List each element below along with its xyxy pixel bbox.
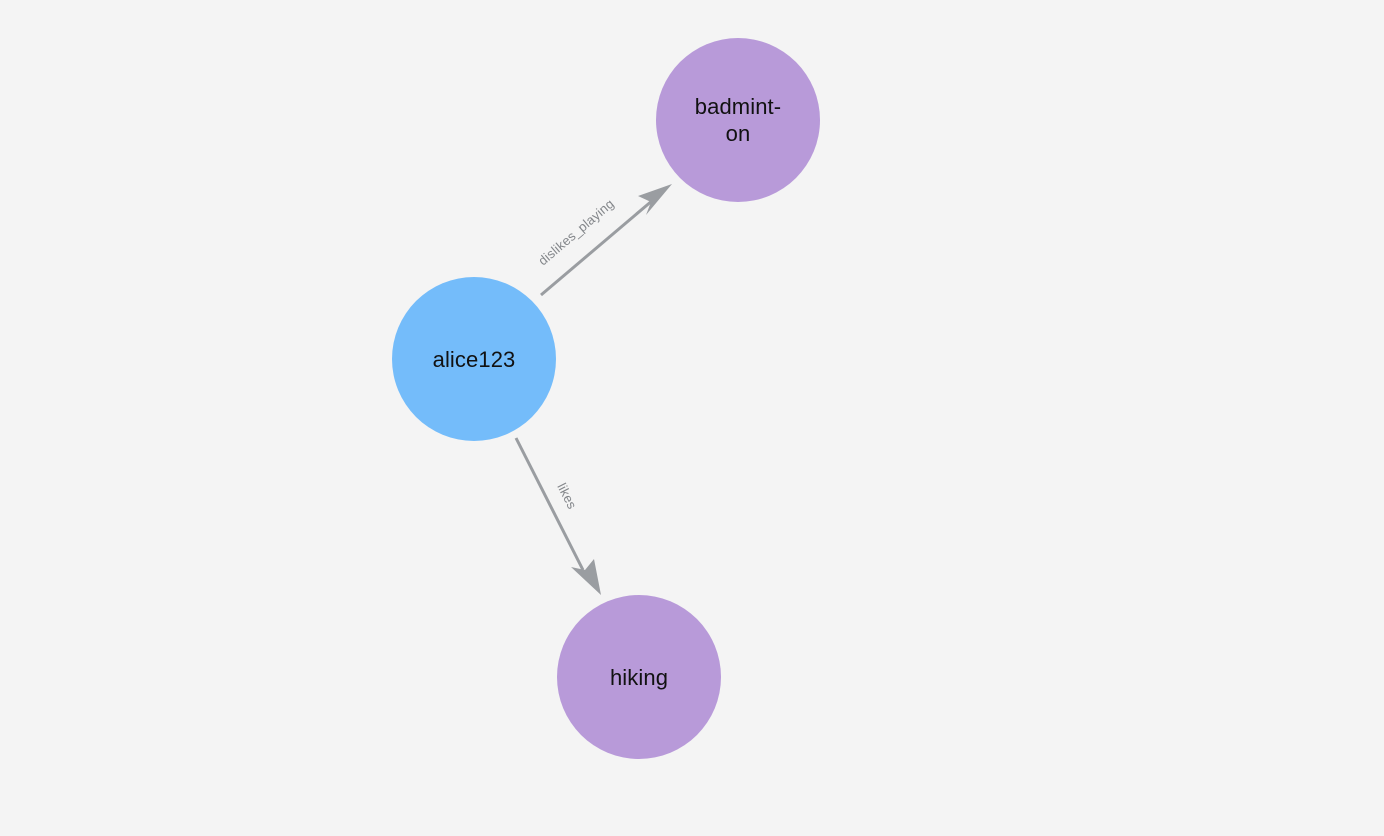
graph-node-badminton-label: badmint- on: [694, 94, 782, 146]
edge-arrowhead-dislikes-playing: [638, 184, 672, 215]
graph-node-badminton[interactable]: badmint- on: [656, 38, 820, 202]
graph-node-hiking[interactable]: hiking: [557, 595, 721, 759]
edge-line-dislikes-playing: [540, 198, 654, 297]
edge-likes[interactable]: likes: [514, 437, 601, 595]
edge-label-dislikes-playing: dislikes_playing: [535, 196, 617, 268]
edge-dislikes-playing[interactable]: dislikes_playing: [535, 184, 672, 297]
graph-node-hiking-label: hiking: [609, 664, 669, 690]
graph-node-alice123[interactable]: alice123: [392, 277, 556, 441]
edge-label-likes: likes: [554, 481, 580, 512]
edge-line-likes: [514, 437, 585, 571]
graph-node-alice123-label: alice123: [432, 346, 516, 372]
edge-arrowhead-likes: [571, 559, 601, 595]
